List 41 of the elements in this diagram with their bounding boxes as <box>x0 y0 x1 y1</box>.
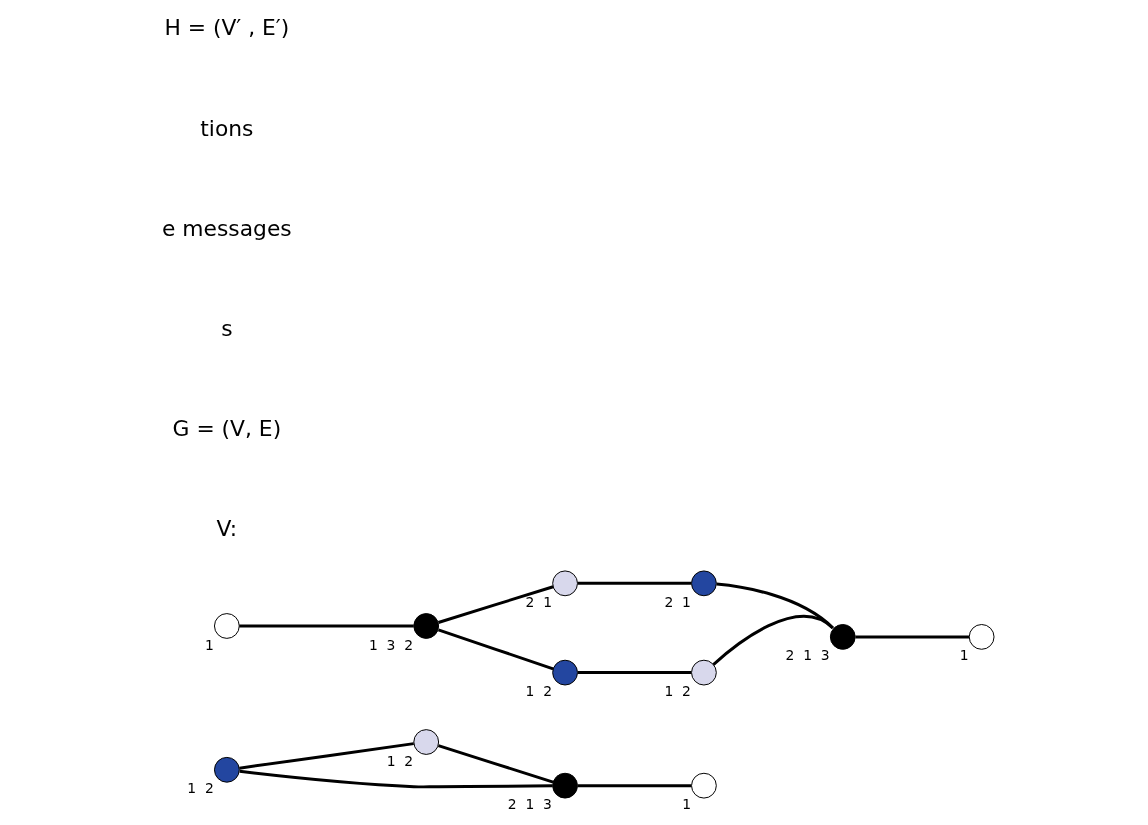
label: G = (V, E) <box>172 416 282 442</box>
label: e messages <box>162 215 292 241</box>
node-label: 1 <box>682 796 691 813</box>
label: H = (V′ , E′) <box>164 15 290 41</box>
node-circle <box>968 624 995 650</box>
connector <box>577 581 692 585</box>
node-label: 1 2 <box>525 683 553 700</box>
connector <box>577 671 692 675</box>
node-label: 1 2 <box>386 752 414 769</box>
node-label: 2 1 <box>525 593 553 610</box>
node-label: 2 1 <box>664 593 691 610</box>
node-circle <box>413 729 440 755</box>
connector <box>239 742 414 770</box>
node-label: 1 2 <box>664 683 691 700</box>
node-circle <box>213 613 240 639</box>
label: V: <box>216 516 238 542</box>
node-label: 1 <box>959 647 969 664</box>
node-circle <box>552 570 578 597</box>
connector <box>437 628 554 671</box>
connector <box>239 769 553 789</box>
connector <box>239 624 414 628</box>
node-circle <box>691 570 717 597</box>
node-circle <box>413 613 440 639</box>
node-label: 1 3 2 <box>368 636 414 653</box>
node-label: 1 <box>205 636 214 653</box>
connector <box>437 585 554 624</box>
node-label: 2 1 3 <box>507 796 552 813</box>
connector <box>855 635 969 639</box>
connector <box>577 784 692 788</box>
node-label: 2 1 3 <box>785 647 830 664</box>
label: s <box>221 315 233 341</box>
connector <box>437 744 554 784</box>
label: tions <box>200 115 254 141</box>
node-circle <box>213 756 240 783</box>
node-circle <box>691 659 717 686</box>
node-circle <box>552 659 578 686</box>
node-circle <box>691 772 717 799</box>
node-circle <box>552 772 578 799</box>
node-circle <box>829 624 856 650</box>
connector <box>712 614 834 666</box>
node-label: 1 2 <box>187 780 214 797</box>
